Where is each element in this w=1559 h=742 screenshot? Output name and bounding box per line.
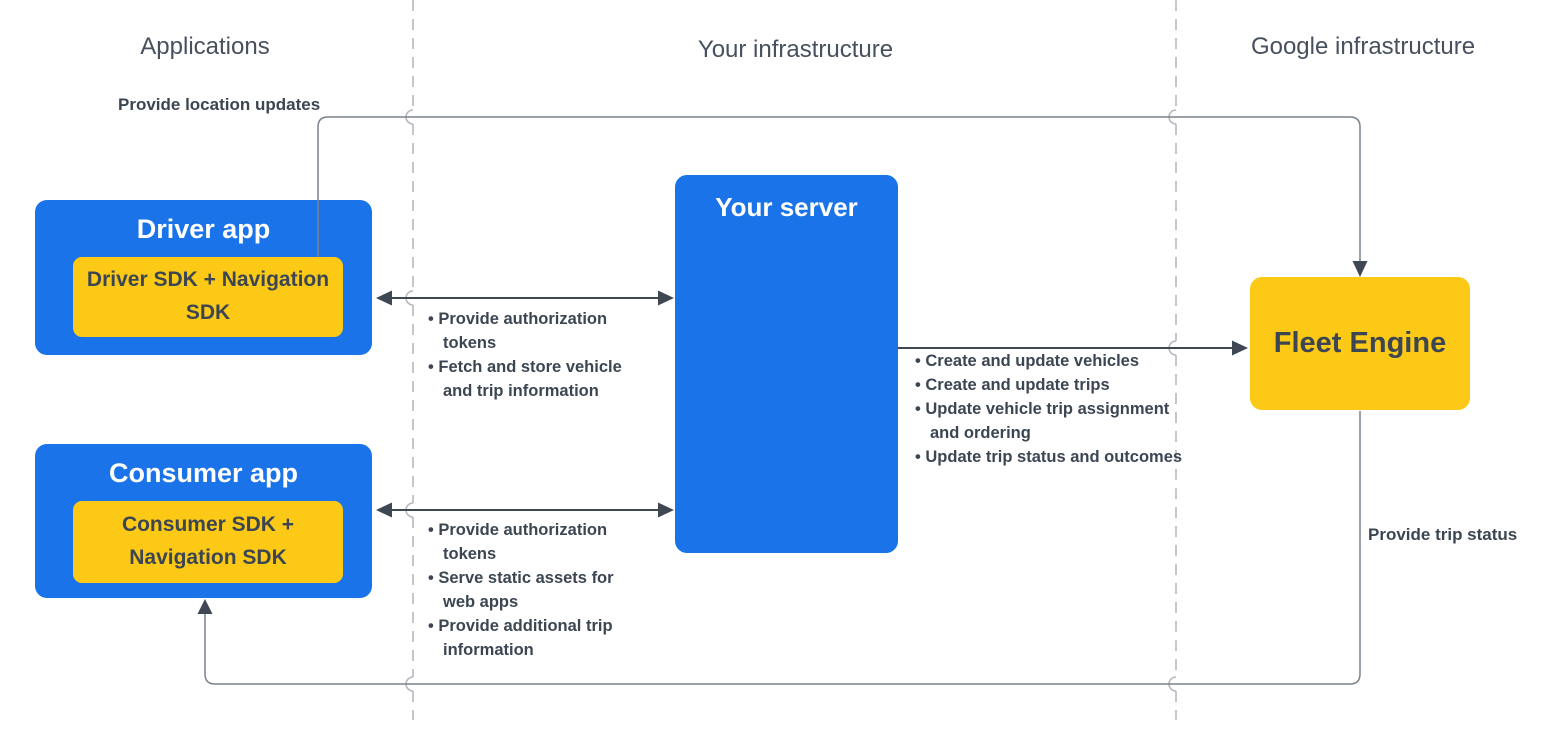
your-server-box: Your server bbox=[675, 175, 898, 553]
consumer-sdk-box: Consumer SDK + Navigation SDK bbox=[73, 501, 343, 583]
driver-app-title: Driver app bbox=[136, 214, 271, 244]
provide-trip-status-label: Provide trip status bbox=[1368, 525, 1518, 544]
note-item: Provide authorization tokens bbox=[428, 518, 633, 566]
driver-server-notes: Provide authorization tokens Fetch and s… bbox=[428, 307, 653, 403]
note-item: Create and update vehicles bbox=[915, 349, 1183, 373]
arrowhead-into-consumer-app-bottom bbox=[197, 599, 213, 614]
column-header-google-infrastructure: Google infrastructure bbox=[1250, 33, 1476, 60]
consumer-app-box: Consumer app Consumer SDK + Navigation S… bbox=[35, 444, 372, 598]
driver-sdk-box: Driver SDK + Navigation SDK bbox=[73, 257, 343, 337]
consumer-sdk-label: Consumer SDK + Navigation SDK bbox=[121, 513, 295, 569]
driver-sdk-label: Driver SDK + Navigation SDK bbox=[86, 268, 330, 324]
your-server-title: Your server bbox=[715, 192, 858, 222]
column-header-your-infrastructure: Your infrastructure bbox=[697, 36, 894, 63]
arrowhead-into-fleet-engine-left bbox=[1232, 340, 1248, 356]
column-header-applications: Applications bbox=[140, 33, 270, 60]
fleet-engine-box: Fleet Engine bbox=[1250, 277, 1470, 410]
consumer-app-title: Consumer app bbox=[108, 458, 299, 488]
note-item: Provide additional trip information bbox=[428, 614, 633, 662]
note-item: Update vehicle trip assignment and order… bbox=[915, 397, 1183, 445]
provide-location-updates-label: Provide location updates bbox=[118, 95, 321, 114]
server-fleet-notes: Create and update vehicles Create and up… bbox=[915, 349, 1183, 469]
consumer-server-notes: Provide authorization tokens Serve stati… bbox=[428, 518, 633, 662]
note-item: Create and update trips bbox=[915, 373, 1183, 397]
note-item: Fetch and store vehicle and trip informa… bbox=[428, 355, 653, 403]
arrowhead-into-fleet-engine-top bbox=[1352, 261, 1368, 277]
arrowhead-into-your-server-upper bbox=[658, 290, 674, 306]
arrowhead-into-consumer-app bbox=[376, 502, 392, 518]
fleet-engine-title: Fleet Engine bbox=[1273, 327, 1447, 359]
note-item: Provide authorization tokens bbox=[428, 307, 653, 355]
arrowhead-into-your-server-lower bbox=[658, 502, 674, 518]
note-item: Update trip status and outcomes bbox=[915, 445, 1183, 469]
driver-app-box: Driver app Driver SDK + Navigation SDK bbox=[35, 200, 372, 355]
note-item: Serve static assets for web apps bbox=[428, 566, 633, 614]
arrowhead-into-driver-app bbox=[376, 290, 392, 306]
